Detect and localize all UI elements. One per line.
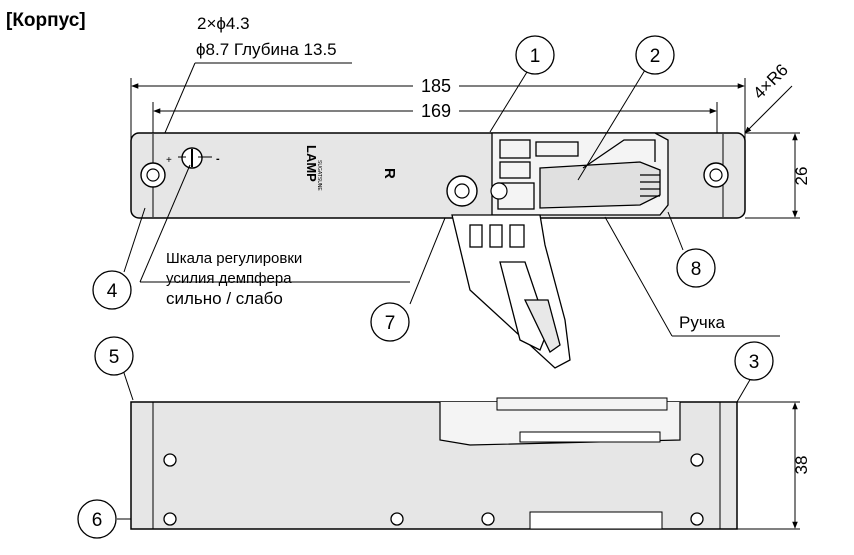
corner-radius-label: 4×R6 [749,60,792,103]
brand-subtitle: SUGATSUNE [316,160,322,191]
front-view: 38 [130,397,811,530]
dim-26-label: 26 [792,167,811,186]
svg-text:1: 1 [530,46,541,67]
svg-text:3: 3 [749,352,760,373]
callout-5: 5 [94,336,134,376]
scale-note-line3: сильно / слабо [166,289,283,308]
svg-text:5: 5 [109,347,120,368]
side-mark: R [381,168,398,179]
callout-4: 4 [92,270,132,310]
scale-plus-mark: + [166,155,172,166]
callout-7: 7 [370,302,410,342]
damper-roller [446,175,508,207]
callout-8: 8 [676,248,716,288]
hole-spec-count: 2×ϕ4.3 [197,14,250,33]
callout-2: 2 [635,35,675,75]
scale-minus-mark: - [216,153,220,165]
callout-1: 1 [515,35,555,75]
page-title: [Корпус] [6,10,86,31]
svg-text:6: 6 [92,510,103,531]
mounting-hole-right [703,162,729,188]
damper-mechanism [491,132,669,216]
front-hole [163,453,177,467]
callout-6: 6 [77,499,117,539]
mounting-hole-left [140,162,166,188]
brand-logo: LAMP [304,145,319,182]
handle-label: Ручка [679,313,726,332]
adjustment-dial [178,147,212,169]
front-hole [481,512,495,526]
front-hole [690,512,704,526]
svg-text:8: 8 [691,259,702,280]
callout-3: 3 [734,341,774,381]
front-hole [390,512,404,526]
scale-note-line2: усилия демпфера [166,270,292,287]
svg-text:4: 4 [107,281,118,302]
radius-leader [744,85,793,134]
handle [451,214,571,369]
front-hole [163,512,177,526]
hole-spec-counterbore: ϕ8.7 Глубина 13.5 [196,40,337,59]
dim-169-label: 169 [421,101,451,121]
svg-text:7: 7 [385,313,396,334]
svg-text:2: 2 [650,46,661,67]
dim-38-label: 38 [792,456,811,475]
dim-185-label: 185 [421,76,451,96]
front-hole [690,453,704,467]
scale-note-line1: Шкала регулировки [166,250,302,267]
top-view: 185 169 + - LAMP SUGATSUNE R [130,60,811,369]
